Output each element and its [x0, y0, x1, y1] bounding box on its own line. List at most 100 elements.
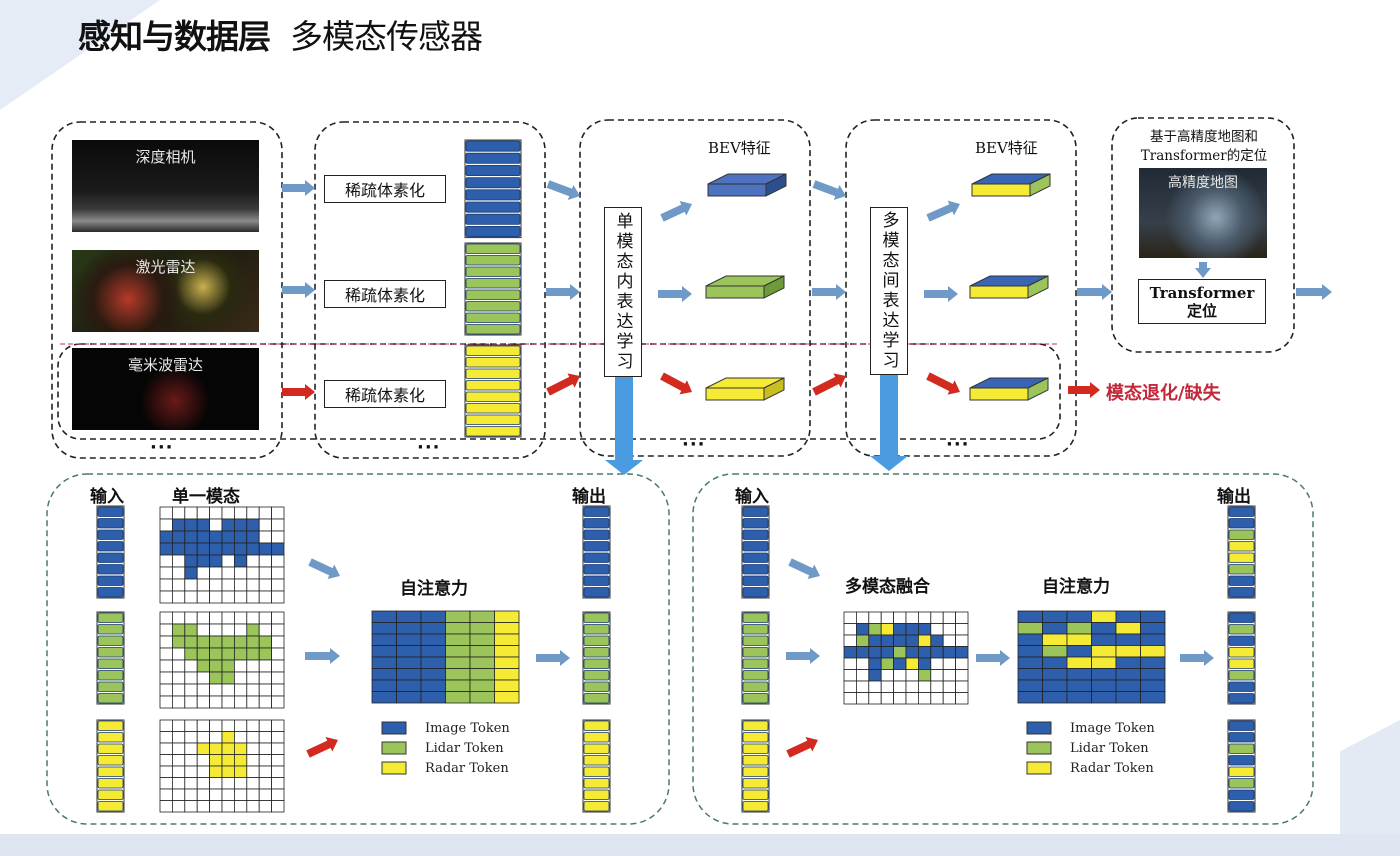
hd-map-label: 高精度地图	[1168, 175, 1238, 191]
single-grid-green-cell	[184, 635, 198, 649]
attention-matrix-right-cell	[1066, 656, 1092, 669]
single-grid-blue-cell	[271, 542, 285, 556]
single-grid-blue-cell	[246, 530, 260, 544]
single-grid-blue-cell	[171, 530, 186, 544]
single-grid-yellow-cell	[196, 800, 210, 813]
single-grid-yellow-cell	[221, 777, 235, 790]
attention-matrix-left-cell	[469, 645, 495, 658]
arrow-blue	[546, 284, 580, 300]
single-grid-blue-cell	[171, 590, 186, 604]
bev-slab-green-side	[763, 275, 785, 299]
input-column-green-cell	[97, 612, 124, 623]
legend-swatch	[381, 761, 407, 775]
single-grid-green-cell	[171, 611, 186, 625]
fusion-grid-cell	[918, 623, 932, 636]
attention-matrix-right-cell	[1091, 668, 1117, 681]
single-grid-blue-cell	[221, 518, 235, 532]
output-column-mixed-cell	[1228, 529, 1255, 540]
voxel-column-yellow-cell	[465, 403, 521, 414]
output-column-mixed-cell	[1228, 720, 1255, 731]
fusion-grid-cell	[843, 634, 857, 647]
output-column-blue-cell	[583, 518, 610, 529]
arrow-blue	[308, 558, 340, 580]
single-grid-blue-cell	[209, 542, 223, 556]
single-grid-blue-cell	[271, 518, 285, 532]
intra-detail-panel	[46, 473, 670, 825]
voxel-column-green-cell	[465, 266, 521, 277]
output-column-green-frame	[582, 611, 611, 705]
single-grid-blue-cell	[159, 542, 173, 556]
single-grid-blue-cell	[271, 590, 285, 604]
fusion-grid-cell	[893, 634, 907, 647]
attention-matrix-left-cell	[396, 668, 422, 681]
attention-matrix-left-cell	[371, 679, 397, 692]
single-grid-yellow-cell	[209, 788, 223, 801]
attention-matrix-right-cell	[1140, 656, 1166, 669]
attention-matrix-right-cell	[1115, 679, 1141, 692]
output-column-mixed-frame	[1227, 719, 1256, 813]
legend-swatch	[381, 721, 407, 735]
single-grid-green-cell	[221, 647, 235, 661]
attention-matrix-left-cell	[371, 633, 397, 646]
single-grid-yellow-cell	[196, 788, 210, 801]
fusion-grid-cell	[868, 680, 882, 693]
voxel-column-yellow-cell	[465, 368, 521, 379]
attention-matrix-left-cell	[371, 622, 397, 635]
single-grid-yellow-cell	[221, 788, 235, 801]
attention-matrix-right-cell	[1091, 622, 1117, 635]
input-label: 输入	[735, 487, 769, 507]
fusion-grid-cell	[905, 692, 919, 705]
single-grid-green-cell	[246, 611, 260, 625]
single-grid-yellow-cell	[271, 800, 285, 813]
ellipsis: ···	[417, 437, 441, 458]
output-column-green-cell	[583, 635, 610, 646]
output-column-mixed-cell	[1228, 624, 1255, 635]
single-grid-yellow-cell	[271, 754, 285, 767]
attention-matrix-right-cell	[1091, 633, 1117, 646]
single-grid-yellow-cell	[171, 719, 186, 732]
ellipsis: ···	[946, 434, 970, 455]
fusion-grid-cell	[955, 611, 969, 624]
single-grid-blue-cell	[258, 566, 273, 580]
bev-slab-yellow-front	[705, 387, 765, 401]
degrade-group	[57, 343, 1061, 440]
output-column-blue-cell	[583, 529, 610, 540]
input-column-blue-cell	[97, 529, 124, 540]
single-grid-yellow-cell	[171, 777, 186, 790]
fusion-grid-cell	[893, 657, 907, 670]
single-grid-blue-cell	[159, 590, 173, 604]
fusion-grid-cell	[918, 634, 932, 647]
single-grid-green-cell	[246, 635, 260, 649]
single-grid-yellow-cell	[233, 800, 248, 813]
voxel-column-blue-cell	[465, 189, 521, 201]
fusion-grid-cell	[843, 680, 857, 693]
fusion-grid-cell	[843, 657, 857, 670]
single-grid-yellow-cell	[233, 788, 248, 801]
voxel-column-blue-cell	[465, 152, 521, 164]
voxel-column-yellow-cell	[465, 426, 521, 437]
attention-matrix-left-cell	[445, 622, 471, 635]
fusion-grid-cell	[905, 611, 919, 624]
fusion-grid-cell	[893, 680, 907, 693]
single-grid-blue-cell	[258, 506, 273, 520]
input-column-yellow-cell	[97, 778, 124, 789]
fusion-grid-cell	[955, 646, 969, 659]
input-column-blue-cell	[742, 541, 769, 552]
voxel-column-blue-cell	[465, 213, 521, 225]
input-column-yellow-cell	[742, 755, 769, 766]
single-grid-green-cell	[196, 671, 210, 685]
single-grid-green-cell	[258, 611, 273, 625]
fusion-grid-cell	[942, 646, 957, 659]
single-grid-blue-cell	[246, 554, 260, 568]
input-column-yellow-cell	[97, 801, 124, 812]
down-arrow-inter	[870, 375, 908, 471]
single-grid-green-cell	[209, 611, 223, 625]
single-grid-yellow-cell	[271, 765, 285, 778]
input-column-blue-frame	[741, 505, 770, 599]
fusion-grid-cell	[868, 646, 882, 659]
input-column-blue-cell	[742, 506, 769, 517]
single-grid-blue-cell	[159, 506, 173, 520]
single-grid-blue-cell	[159, 518, 173, 532]
single-grid-yellow-cell	[221, 754, 235, 767]
attention-matrix-right-cell	[1042, 668, 1068, 681]
